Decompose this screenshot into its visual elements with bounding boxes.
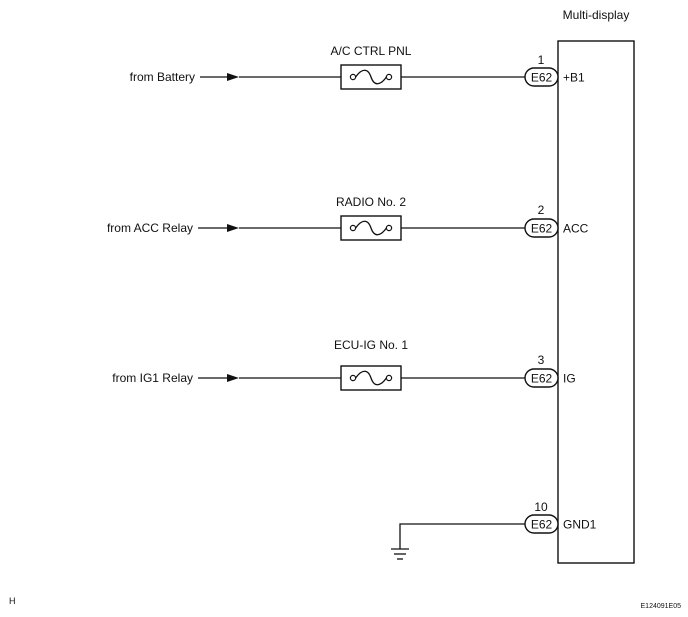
component-title: Multi-display — [563, 8, 630, 22]
footer-left-mark: H — [9, 596, 16, 606]
source-label: from IG1 Relay — [112, 371, 193, 385]
circuit-battery: from Battery A/C CTRL PNL 1 E62 +B1 — [130, 44, 585, 90]
pin-number: 3 — [538, 353, 545, 367]
arrow-head — [227, 374, 239, 382]
terminal-label: GND1 — [563, 518, 597, 532]
pin-number: 10 — [534, 500, 548, 514]
fuse-element — [355, 220, 387, 236]
connector-oval — [524, 368, 559, 388]
connector-code: E62 — [531, 222, 553, 236]
terminal-label: ACC — [563, 222, 589, 236]
pin-number: 2 — [538, 203, 545, 217]
terminal-label: IG — [563, 372, 576, 386]
connector-code: E62 — [531, 71, 553, 85]
figure-code: E124091E05 — [641, 603, 682, 610]
source-label: from ACC Relay — [107, 221, 193, 235]
fuse-label: RADIO No. 2 — [336, 195, 406, 209]
fuse-label: ECU-IG No. 1 — [334, 338, 408, 352]
component-box — [557, 40, 635, 564]
arrow-head — [227, 224, 239, 232]
source-label: from Battery — [130, 70, 195, 84]
connector-code: E62 — [531, 372, 553, 386]
circuit-ig1-relay: from IG1 Relay ECU-IG No. 1 3 E62 IG — [112, 338, 576, 391]
circuit-ground: 10 E62 GND1 — [391, 500, 597, 560]
fuse-element — [355, 370, 387, 386]
fuse-label: A/C CTRL PNL — [331, 44, 412, 58]
connector-code: E62 — [531, 518, 553, 532]
circuit-acc-relay: from ACC Relay RADIO No. 2 2 E62 ACC — [107, 195, 589, 241]
ground-wire — [399, 523, 525, 549]
connector-oval — [524, 218, 559, 238]
connector-oval — [524, 67, 559, 87]
arrow-head — [227, 73, 239, 81]
terminal-label: +B1 — [563, 71, 585, 85]
fuse-element — [355, 69, 387, 85]
pin-number: 1 — [538, 53, 545, 67]
